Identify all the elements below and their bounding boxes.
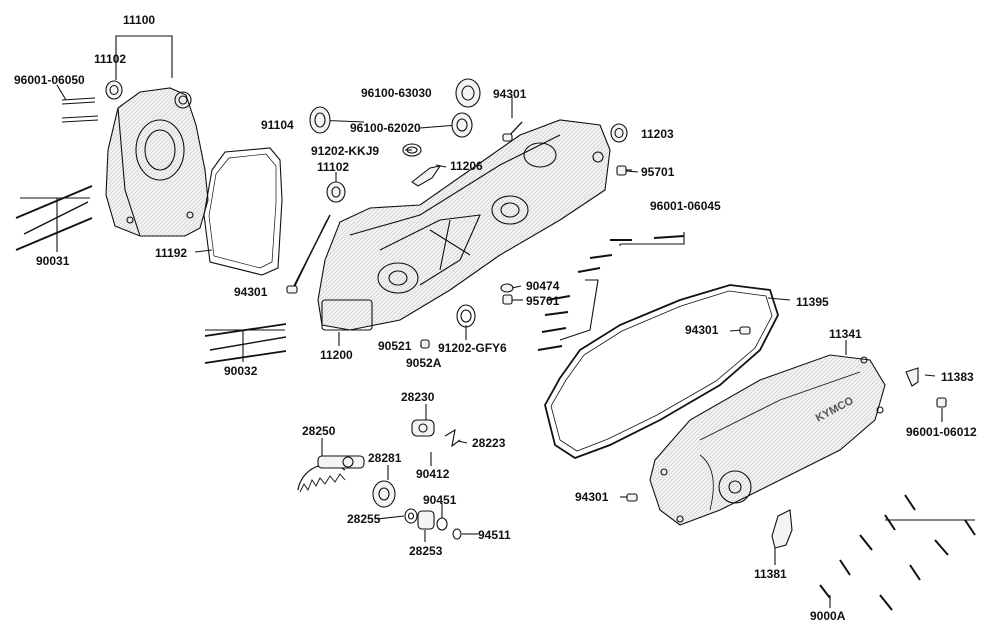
plate-11206 [412, 166, 440, 186]
label-94301-cover: 94301 [575, 490, 609, 504]
bolt-90521 [421, 340, 429, 348]
bush-11102-center [327, 182, 345, 202]
pin-94301-cover [627, 494, 637, 501]
label-11102-left: 11102 [94, 52, 127, 66]
clip-94511 [453, 529, 461, 539]
bracket-11381 [772, 510, 792, 548]
washer-90451 [437, 518, 447, 530]
idle-gear-28230 [412, 420, 434, 436]
label-90451: 90451 [423, 493, 457, 507]
label-90412: 90412 [416, 467, 450, 481]
label-28230: 28230 [401, 390, 435, 404]
label-96001-06045: 96001-06045 [650, 199, 721, 213]
studs-90031 [16, 186, 92, 250]
bush-11102-left [106, 81, 122, 99]
label-11206: 11206 [450, 159, 483, 173]
label-90474: 90474 [526, 279, 560, 293]
label-11383: 11383 [941, 370, 974, 384]
studs-90032 [205, 324, 286, 363]
seal-91202-gfy6 [457, 305, 475, 327]
label-28253: 28253 [409, 544, 443, 558]
gasket-11192 [204, 148, 282, 275]
label-28223: 28223 [472, 436, 506, 450]
pin-94301-top [503, 122, 522, 141]
label-90032: 90032 [224, 364, 258, 378]
bolt-95701-lower [503, 295, 512, 304]
washer-90474 [501, 284, 513, 292]
bearing-28281 [373, 481, 395, 507]
label-96001-06050: 96001-06050 [14, 73, 85, 87]
washer-28255 [405, 509, 417, 523]
label-91202-kkj9: 91202-KKJ9 [311, 144, 380, 158]
label-91104: 91104 [261, 118, 294, 132]
kick-shaft-28250 [298, 456, 364, 492]
left-engine-cover-11100 [106, 88, 208, 236]
label-11381: 11381 [754, 567, 787, 581]
label-96100-63030: 96100-63030 [361, 86, 432, 100]
dowel-pins-96001-06050 [62, 98, 98, 122]
oil-seal-91202-kkj9 [403, 144, 421, 156]
label-95701-lower: 95701 [526, 294, 560, 308]
label-11102-center: 11102 [317, 160, 350, 174]
label-11341: 11341 [829, 327, 862, 341]
label-11200: 11200 [320, 348, 353, 362]
label-11192: 11192 [155, 246, 188, 260]
label-91202-gfy6: 91202-GFY6 [438, 341, 507, 355]
label-28255: 28255 [347, 512, 381, 526]
label-96001-06012: 96001-06012 [906, 425, 977, 439]
label-11395: 11395 [796, 295, 829, 309]
label-9052a: 9052A [406, 356, 442, 370]
label-94301-left: 94301 [234, 285, 268, 299]
bearing-91104 [310, 107, 330, 133]
label-94511: 94511 [478, 528, 511, 542]
label-90031: 90031 [36, 254, 70, 268]
pin-94301-gasket [740, 327, 750, 334]
label-11203: 11203 [641, 127, 674, 141]
label-94301-top: 94301 [493, 87, 527, 101]
cover-gasket-11395 [545, 285, 778, 458]
bush-11203 [611, 124, 627, 142]
label-90521: 90521 [378, 339, 412, 353]
bush-28253 [418, 511, 434, 529]
crankcase-11200 [318, 120, 610, 330]
label-28281: 28281 [368, 451, 402, 465]
label-94301-gasket: 94301 [685, 323, 719, 337]
bolt-95701-upper [617, 166, 632, 175]
label-11100: 11100 [123, 13, 156, 27]
bolt-96001-06012 [937, 398, 946, 407]
label-96100-62020: 96100-62020 [350, 121, 421, 135]
transmission-cover-11341 [650, 355, 885, 525]
bolts-9000a [820, 495, 975, 610]
bearing-96100-63030 [456, 79, 480, 107]
pin-94301-left [287, 215, 330, 293]
bolts-96001-06045 [538, 236, 684, 350]
bracket-11383 [906, 368, 918, 386]
spring-28223 [445, 430, 460, 446]
label-95701-upper: 95701 [641, 165, 675, 179]
label-9000a: 9000A [810, 609, 846, 623]
label-28250: 28250 [302, 424, 336, 438]
bearing-96100-62020 [452, 113, 472, 137]
